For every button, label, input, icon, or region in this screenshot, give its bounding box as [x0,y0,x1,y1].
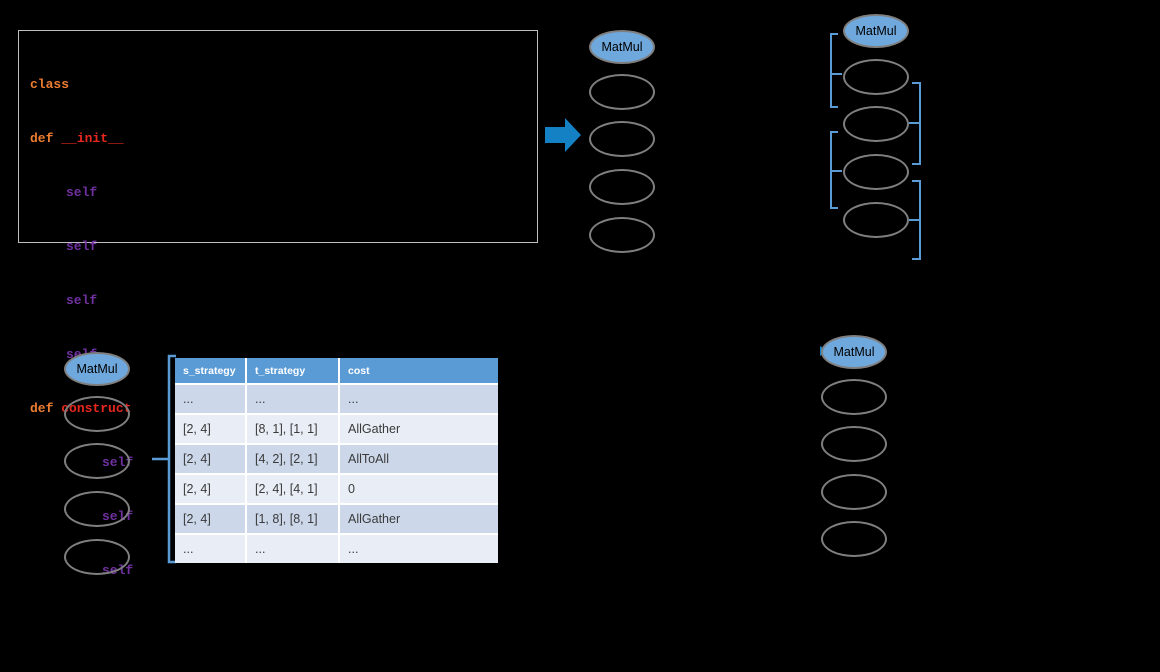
matmul-label: MatMul [601,40,643,54]
keyword-def: def [30,401,62,416]
table-bracket-icon [152,354,176,564]
table-cell: AllGather [340,415,498,443]
graph-node [589,74,655,110]
matmul-node: MatMul [64,352,130,386]
graph-node [843,202,909,238]
graph-node [589,121,655,157]
right-arrow-icon [545,118,581,152]
table-cell: ... [247,535,338,563]
table-cell: [1, 8], [8, 1] [247,505,338,533]
matmul-node: MatMul [821,335,887,369]
table-cell: ... [340,385,498,413]
table-cell: AllGather [340,505,498,533]
table-cell: [2, 4] [175,445,245,473]
code-line: class [30,76,133,94]
graph-node [821,474,887,510]
graph-node [843,59,909,95]
code-line: self [30,292,133,310]
table-header-cell: cost [340,358,498,383]
table-cell: ... [175,535,245,563]
table-cell: ... [175,385,245,413]
table-cell: ... [247,385,338,413]
code-panel: class def __init__ self self self self d… [18,30,538,578]
table-header-cell: t_strategy [247,358,338,383]
table-header-cell: s_strategy [175,358,245,383]
graph-node [843,106,909,142]
graph-node [64,539,130,575]
self-ref: self [66,185,98,200]
code-text: class def __init__ self self self self d… [30,40,133,616]
table-cell: [8, 1], [1, 1] [247,415,338,443]
graph-node [64,396,130,432]
table-cell: [2, 4] [175,415,245,443]
code-line: self [30,238,133,256]
bracket-right-bottom-icon [909,180,921,260]
bracket-left-bottom-icon [830,131,842,209]
matmul-node: MatMul [843,14,909,48]
graph-node [821,379,887,415]
graph-node [843,154,909,190]
table-cell: [2, 4], [4, 1] [247,475,338,503]
keyword-class: class [30,77,70,92]
matmul-label: MatMul [855,24,897,38]
table-cell: ... [340,535,498,563]
graph-node [821,426,887,462]
code-line: def __init__ [30,130,133,148]
table-cell: 0 [340,475,498,503]
method-name-init: __init__ [61,131,124,146]
graph-node [821,521,887,557]
graph-node [589,217,655,253]
table-cell: [4, 2], [2, 1] [247,445,338,473]
graph-node [64,491,130,527]
self-ref: self [66,239,98,254]
strategy-table: s_strategy t_strategy cost ... ... ... [… [175,358,498,563]
table-cell: AllToAll [340,445,498,473]
code-line: self [30,184,133,202]
bracket-right-top-icon [909,82,921,165]
bracket-left-top-icon [830,33,842,108]
graph-node [64,443,130,479]
matmul-label: MatMul [833,345,875,359]
table-cell: [2, 4] [175,475,245,503]
self-ref: self [66,293,98,308]
matmul-node: MatMul [589,30,655,64]
table-cell: [2, 4] [175,505,245,533]
graph-node [589,169,655,205]
keyword-def: def [30,131,62,146]
matmul-label: MatMul [76,362,118,376]
